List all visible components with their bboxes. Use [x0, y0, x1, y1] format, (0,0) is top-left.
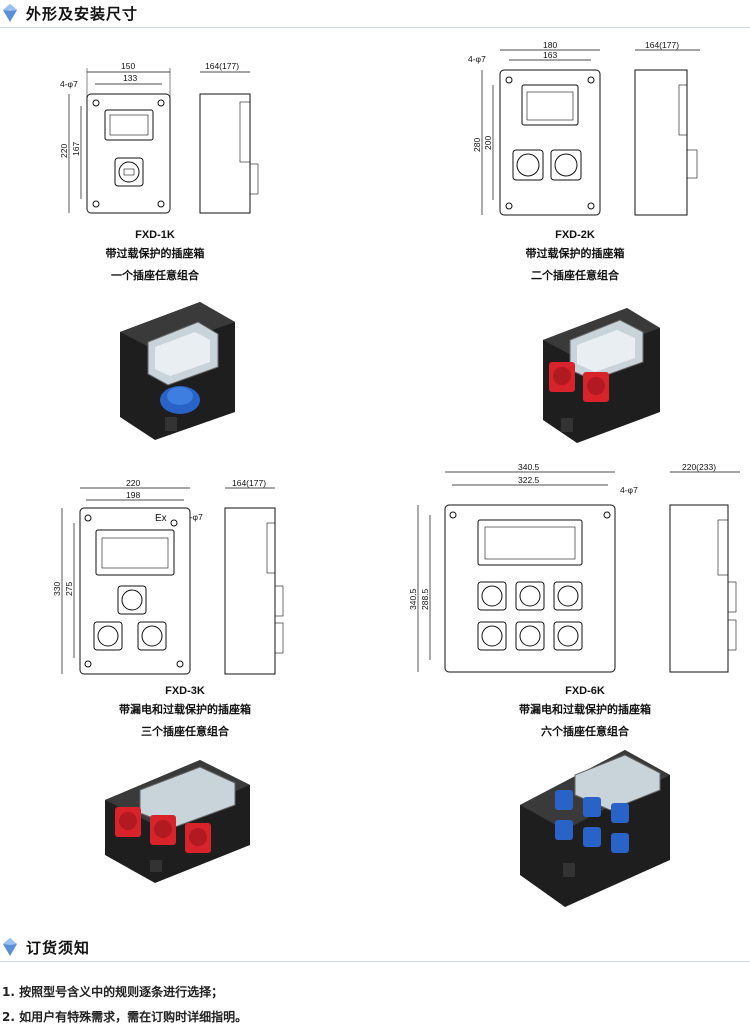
ex-mark: Ex	[155, 513, 167, 524]
section-divider	[0, 961, 750, 962]
dim-height-outer: 280	[472, 138, 482, 152]
dim-depth: 220(233)	[682, 462, 716, 472]
socket-combination: 一个插座任意组合	[111, 270, 199, 282]
dim-width-outer: 340.5	[518, 462, 540, 472]
caption-fxd-1k: FXD-1K 带过载保护的插座箱 一个插座任意组合	[80, 228, 230, 287]
dim-holes: 4-φ7	[60, 79, 78, 89]
dim-depth: 164(177)	[205, 61, 239, 71]
ordering-section-header: 订货须知	[0, 934, 750, 962]
caption-fxd-2k: FXD-2K 带过载保护的插座箱 二个插座任意组合	[500, 228, 650, 287]
dim-holes: 4-φ7	[185, 512, 203, 522]
drawing-fxd-6k: 340.5 322.5 4-φ7 340.5 288.5 220(233)	[400, 460, 745, 680]
dim-height-inner: 288.5	[420, 588, 430, 610]
product-description: 带过载保护的插座箱	[525, 248, 625, 260]
dim-height-outer: 340.5	[408, 588, 418, 610]
note-item: 2. 如用户有特殊需求，需在订购时详细指明。	[2, 1010, 248, 1024]
socket-combination: 三个插座任意组合	[141, 726, 229, 738]
model-name: FXD-2K	[555, 229, 595, 241]
dim-height-outer: 220	[59, 144, 69, 158]
dim-holes: 4-φ7	[620, 485, 638, 495]
model-name: FXD-1K	[135, 229, 175, 241]
photo-fxd-6k	[515, 745, 675, 910]
dim-width-outer: 150	[121, 61, 135, 71]
dim-holes: 4-φ7	[468, 54, 486, 64]
drawing-fxd-3k: 220 198 4-φ7 330 275 Ex 164(177)	[50, 478, 300, 678]
dim-depth: 164(177)	[645, 40, 679, 50]
model-name: FXD-6K	[565, 685, 605, 697]
dim-depth: 164(177)	[232, 478, 266, 488]
ordering-notes: 1. 按照型号含义中的规则逐条进行选择； 2. 如用户有特殊需求，需在订购时详细…	[0, 980, 750, 1030]
caption-fxd-3k: FXD-3K 带漏电和过载保护的插座箱 三个插座任意组合	[95, 684, 275, 743]
model-name: FXD-3K	[165, 685, 205, 697]
caption-fxd-6k: FXD-6K 带漏电和过载保护的插座箱 六个插座任意组合	[490, 684, 680, 743]
dim-width-inner: 322.5	[518, 475, 540, 485]
dim-width-inner: 198	[126, 490, 140, 500]
photo-fxd-1k	[110, 292, 240, 442]
drawing-fxd-1k: 150 133 4-φ7 220 167 164(177)	[55, 58, 270, 223]
dim-height-inner: 167	[71, 142, 81, 156]
dim-width-outer: 180	[543, 40, 557, 50]
socket-combination: 二个插座任意组合	[531, 270, 619, 282]
section-divider	[0, 27, 750, 28]
diamond-icon	[3, 938, 17, 956]
section-title-dimensions: 外形及安装尺寸	[26, 5, 139, 23]
dim-width-outer: 220	[126, 478, 140, 488]
dim-height-outer: 330	[52, 582, 62, 596]
dimensions-section-header: 外形及安装尺寸	[0, 0, 750, 28]
drawing-fxd-2k: 180 163 4-φ7 280 200 164(177)	[465, 40, 715, 220]
section-title-ordering: 订货须知	[26, 939, 91, 957]
note-item: 1. 按照型号含义中的规则逐条进行选择；	[2, 985, 224, 999]
socket-combination: 六个插座任意组合	[541, 726, 629, 738]
product-description: 带漏电和过载保护的插座箱	[119, 704, 251, 716]
dim-width-inner: 163	[543, 50, 557, 60]
dim-height-inner: 200	[483, 136, 493, 150]
photo-fxd-3k	[100, 755, 255, 885]
product-description: 带漏电和过载保护的插座箱	[519, 704, 651, 716]
product-description: 带过载保护的插座箱	[105, 248, 205, 260]
photo-fxd-2k	[535, 300, 665, 445]
dim-width-inner: 133	[123, 73, 137, 83]
diamond-icon	[3, 4, 17, 22]
dim-height-inner: 275	[64, 582, 74, 596]
